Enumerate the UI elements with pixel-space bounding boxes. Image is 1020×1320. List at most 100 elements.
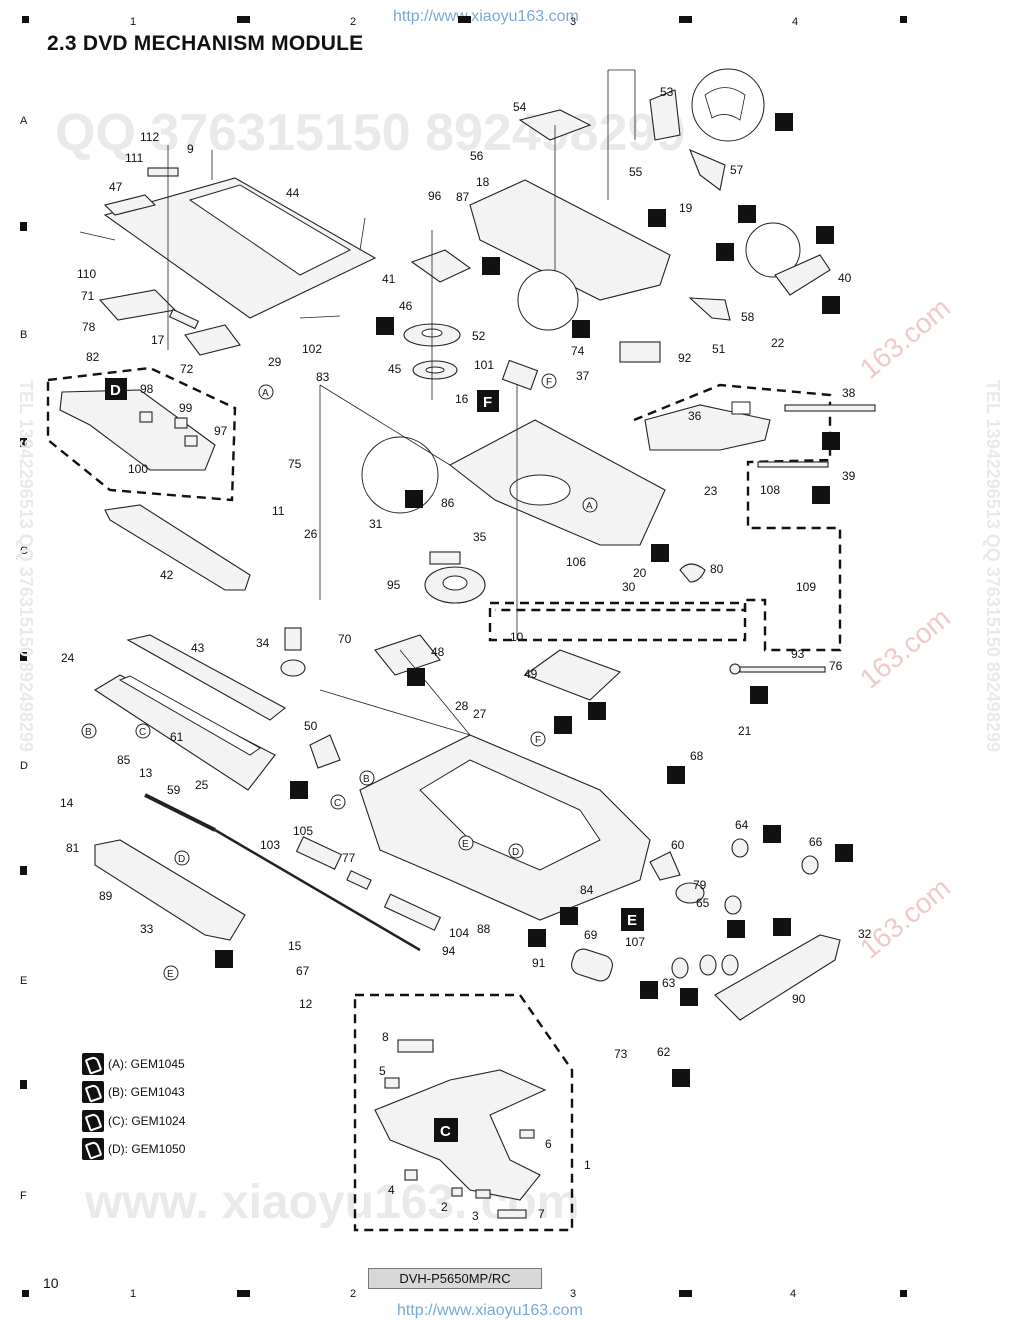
watermark-red-1: 163.com bbox=[854, 292, 956, 385]
svg-text:99: 99 bbox=[179, 401, 193, 415]
model-number-box: DVH-P5650MP/RC bbox=[368, 1268, 542, 1289]
svg-text:43: 43 bbox=[191, 641, 205, 655]
bracket-part-40 bbox=[774, 254, 831, 296]
svg-text:112: 112 bbox=[140, 130, 159, 144]
svg-text:9: 9 bbox=[187, 142, 194, 156]
svg-text:35: 35 bbox=[473, 530, 487, 544]
pickup-part-36 bbox=[644, 404, 771, 451]
registration-mark bbox=[20, 438, 27, 447]
svg-text:77: 77 bbox=[342, 851, 356, 865]
svg-text:107: 107 bbox=[625, 935, 645, 949]
connector-part-8 bbox=[397, 1039, 434, 1053]
svg-text:97: 97 bbox=[214, 424, 228, 438]
svg-text:72: 72 bbox=[180, 362, 194, 376]
bracket-part-58 bbox=[688, 297, 731, 321]
svg-text:A: A bbox=[262, 388, 269, 399]
svg-text:92: 92 bbox=[678, 351, 692, 365]
svg-text:C: C bbox=[139, 727, 146, 738]
svg-text:20: 20 bbox=[633, 566, 647, 580]
svg-text:17: 17 bbox=[151, 333, 165, 347]
registration-mark bbox=[237, 1290, 250, 1297]
registration-mark bbox=[237, 16, 250, 23]
svg-text:C: C bbox=[334, 798, 341, 809]
svg-text:93: 93 bbox=[791, 647, 805, 661]
registration-mark bbox=[679, 16, 692, 23]
svg-text:E: E bbox=[167, 969, 174, 980]
svg-text:85: 85 bbox=[117, 753, 131, 767]
bracket-part-42 bbox=[104, 504, 251, 591]
shaft-part-59 bbox=[144, 793, 216, 832]
row-letter-b: B bbox=[20, 329, 28, 341]
svg-text:32: 32 bbox=[858, 927, 872, 941]
svg-text:68: 68 bbox=[690, 749, 704, 763]
svg-text:62: 62 bbox=[657, 1045, 671, 1059]
bracket-part-41 bbox=[410, 249, 472, 283]
page-title: 2.3 DVD MECHANISM MODULE bbox=[47, 32, 364, 55]
svg-text:95: 95 bbox=[387, 578, 401, 592]
bracket-part-71 bbox=[98, 289, 177, 321]
watermark-tel-right: TEL 13942296513 QQ 376315150 892498299 bbox=[983, 380, 1003, 752]
connector-part-6 bbox=[519, 1129, 535, 1139]
assembly-label-f bbox=[477, 390, 499, 412]
frame-part-43 bbox=[126, 634, 286, 721]
row-letter-e: E bbox=[20, 975, 28, 987]
svg-text:14: 14 bbox=[60, 796, 74, 810]
svg-text:31: 31 bbox=[369, 517, 383, 531]
svg-text:45: 45 bbox=[388, 362, 402, 376]
svg-text:54: 54 bbox=[513, 100, 527, 114]
grease-markers bbox=[215, 113, 853, 1087]
callout-d: D D bbox=[174, 843, 524, 866]
watermark-red-3: 163.com bbox=[854, 872, 956, 965]
svg-text:6: 6 bbox=[545, 1137, 552, 1151]
svg-text:103: 103 bbox=[260, 838, 280, 852]
grease-legend-code: : GEM1043 bbox=[124, 1085, 185, 1099]
svg-text:60: 60 bbox=[671, 838, 685, 852]
connector-part-98 bbox=[139, 411, 153, 423]
lever-part-53 bbox=[649, 89, 681, 141]
svg-text:24: 24 bbox=[61, 651, 75, 665]
svg-text:21: 21 bbox=[738, 724, 752, 738]
svg-text:84: 84 bbox=[580, 883, 594, 897]
plate-part-87 bbox=[469, 179, 671, 301]
registration-mark bbox=[22, 1290, 29, 1297]
gear-part-65 bbox=[699, 954, 717, 976]
assembly-label-e-text: E bbox=[627, 912, 637, 929]
svg-text:70: 70 bbox=[338, 632, 352, 646]
gear-part-80 bbox=[679, 563, 706, 583]
gear-part-65-top bbox=[724, 895, 742, 915]
frame-opening bbox=[188, 184, 352, 276]
svg-text:96: 96 bbox=[428, 189, 442, 203]
svg-text:90: 90 bbox=[792, 992, 806, 1006]
svg-text:50: 50 bbox=[304, 719, 318, 733]
plate-part-101 bbox=[501, 359, 539, 391]
gear-part-79 bbox=[280, 659, 306, 677]
svg-text:16: 16 bbox=[455, 392, 469, 406]
registration-mark bbox=[900, 1290, 907, 1297]
svg-text:52: 52 bbox=[472, 329, 486, 343]
assembly-label-f-text: F bbox=[483, 394, 492, 411]
svg-text:8: 8 bbox=[382, 1030, 389, 1044]
detail-circle-mid bbox=[517, 269, 579, 331]
column-number-3-bottom: 3 bbox=[570, 1288, 577, 1300]
lens-part bbox=[731, 401, 751, 415]
svg-text:4: 4 bbox=[388, 1183, 395, 1197]
svg-text:40: 40 bbox=[838, 271, 852, 285]
registration-mark bbox=[20, 866, 27, 875]
svg-text:78: 78 bbox=[82, 320, 96, 334]
callout-f: F F bbox=[530, 373, 557, 747]
spring-part-17 bbox=[168, 308, 200, 330]
svg-text:86: 86 bbox=[441, 496, 455, 510]
assembly-c-outline bbox=[353, 993, 574, 1232]
svg-text:18: 18 bbox=[476, 175, 490, 189]
svg-text:33: 33 bbox=[140, 922, 154, 936]
svg-text:19: 19 bbox=[679, 201, 693, 215]
grease-icon bbox=[82, 1138, 104, 1160]
svg-text:49: 49 bbox=[524, 667, 538, 681]
grease-icon bbox=[82, 1081, 104, 1103]
page-number: 10 bbox=[43, 1275, 59, 1291]
connector-part-5 bbox=[384, 1077, 400, 1089]
svg-text:80: 80 bbox=[710, 562, 724, 576]
svg-text:59: 59 bbox=[167, 783, 181, 797]
connector-part-100 bbox=[184, 435, 198, 447]
svg-text:30: 30 bbox=[622, 580, 636, 594]
